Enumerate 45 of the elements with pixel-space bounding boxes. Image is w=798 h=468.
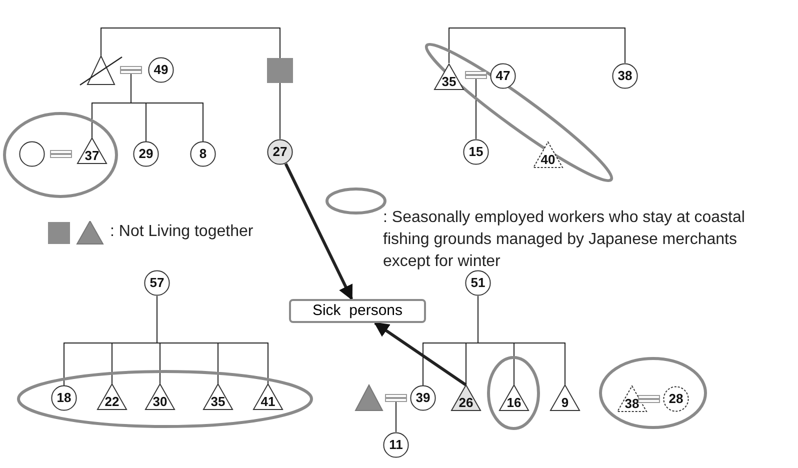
male-symbol [80, 55, 122, 85]
label-box: Sick persons [289, 299, 426, 323]
male-symbol: 37 [77, 137, 107, 164]
female-symbol: 27 [267, 139, 293, 165]
female-symbol: 51 [465, 270, 491, 296]
female-symbol: 39 [410, 385, 436, 411]
legend-text: : Not Living together [110, 222, 254, 242]
male-symbol [267, 58, 293, 83]
group-ellipse [17, 370, 313, 428]
family-line [478, 296, 566, 386]
male-symbol: 35 [203, 383, 233, 410]
female-symbol: 8 [190, 141, 216, 167]
male-symbol: 22 [97, 383, 127, 410]
male-symbol: 30 [145, 383, 175, 410]
marriage-symbol [638, 395, 660, 403]
family-line [448, 28, 626, 64]
female-symbol: 18 [51, 385, 77, 411]
marriage-symbol [120, 66, 142, 74]
female-symbol: 11 [383, 432, 409, 458]
group-ellipse [487, 356, 540, 430]
family-line [156, 296, 268, 384]
male-symbol: 35 [434, 63, 464, 90]
female-symbol: 57 [144, 270, 170, 296]
family-line [100, 28, 280, 58]
male-symbol: 41 [253, 383, 283, 410]
group-ellipse [3, 112, 118, 198]
male-symbol: 9 [550, 384, 580, 411]
male-symbol: 40 [533, 141, 563, 168]
family-line [130, 74, 204, 142]
legend-text: : Seasonally employed workers who stay at coastal fishing grounds managed by Japanese merchants except for winter [383, 208, 746, 272]
female-symbol [19, 141, 45, 167]
group-ellipse [599, 357, 707, 429]
female-symbol: 29 [133, 141, 159, 167]
male-symbol: 26 [451, 384, 481, 411]
arrow [284, 163, 354, 300]
female-symbol: 15 [463, 139, 489, 165]
marriage-symbol [50, 150, 72, 158]
arrow [374, 322, 467, 386]
marriage-symbol [385, 394, 407, 402]
female-symbol: 47 [490, 63, 516, 89]
female-symbol: 38 [612, 63, 638, 89]
female-symbol: 49 [148, 57, 174, 83]
male-symbol [355, 384, 383, 411]
female-symbol: 28 [663, 386, 689, 412]
male-symbol: 16 [499, 384, 529, 411]
